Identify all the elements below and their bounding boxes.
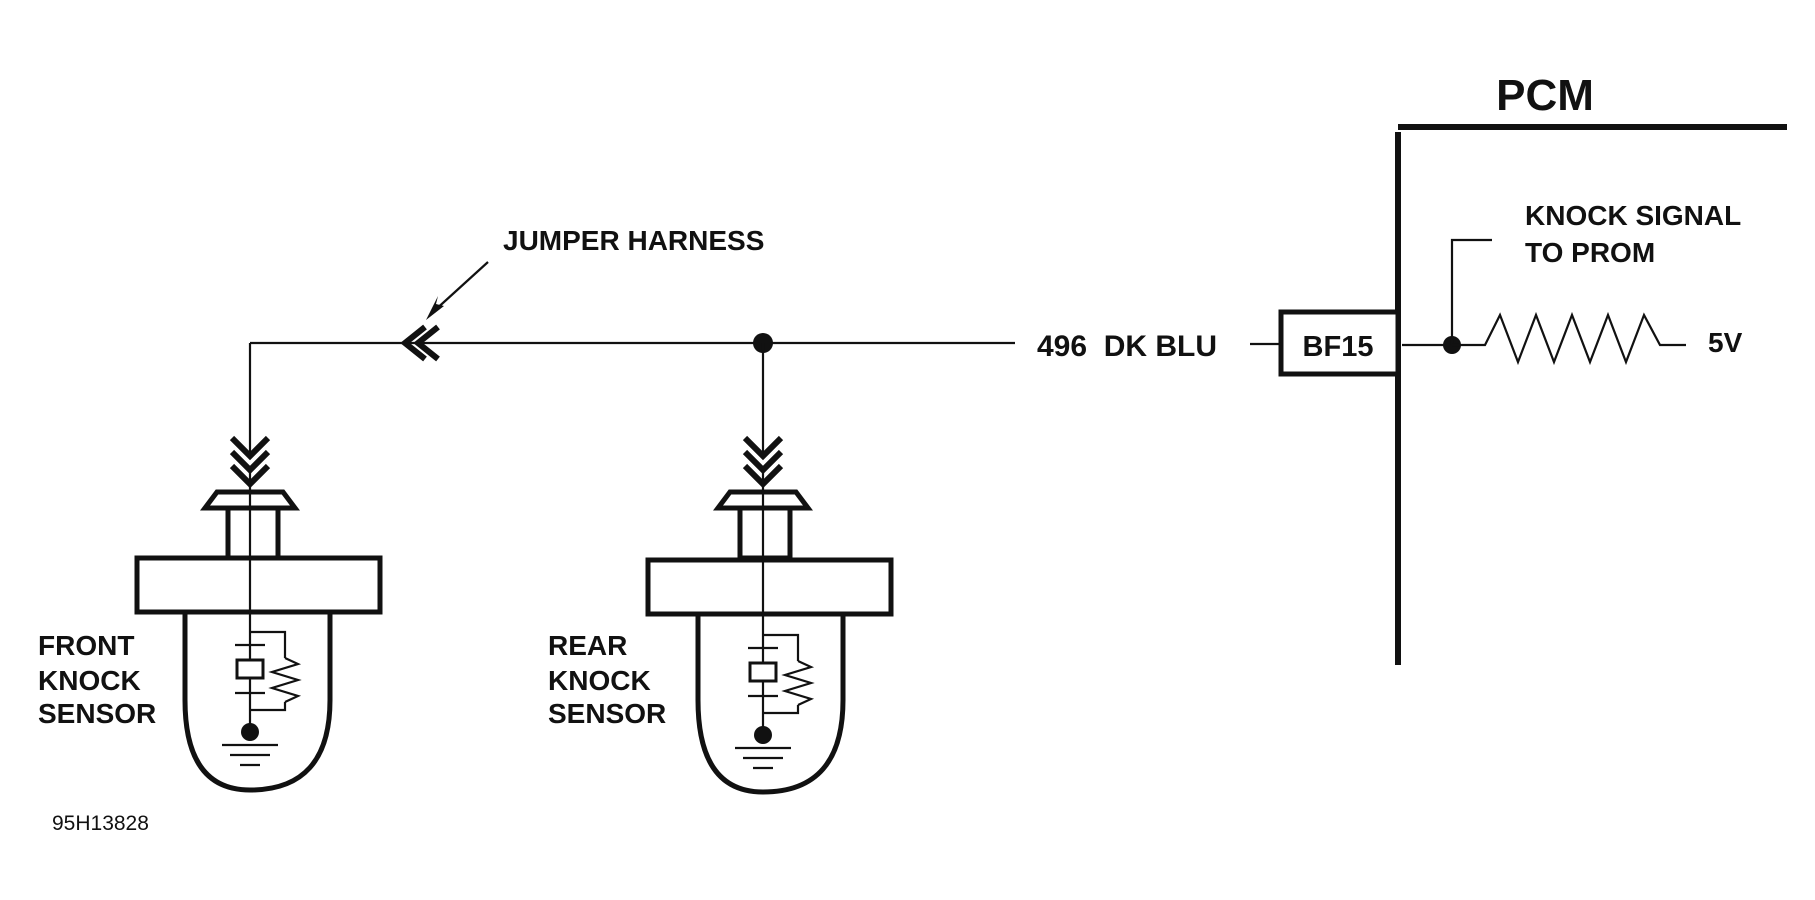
jumper-harness-arrowhead <box>426 296 444 320</box>
front-resistor-bottom-lead <box>250 702 287 712</box>
front-sensor-label-line3: SENSOR <box>38 698 156 729</box>
front-sensor-body <box>182 610 333 793</box>
jumper-harness-chevron-2 <box>413 324 440 362</box>
front-ground-dot <box>241 723 259 741</box>
rear-sensor-label-line3: SENSOR <box>548 698 666 729</box>
pullup-resistor <box>1452 311 1686 366</box>
jumper-harness-pointer <box>432 261 489 313</box>
front-sensor-flange <box>134 555 383 615</box>
rear-resistor-bottom-lead <box>763 705 800 715</box>
jumper-harness: JUMPER HARNESS <box>248 225 764 455</box>
pcm-label: PCM <box>1496 71 1594 120</box>
front-sensor-label-line1: FRONT <box>38 630 134 661</box>
rear-sensor-neck <box>737 505 793 561</box>
rear-resistor <box>781 660 815 706</box>
wire-circuit-label: 496 DK BLU <box>1037 330 1217 363</box>
jumper-harness-label: JUMPER HARNESS <box>503 225 764 256</box>
pcm-module: PCM <box>1395 71 1787 665</box>
rear-resistor-top-lead <box>763 633 800 661</box>
knock-signal-label-line1: KNOCK SIGNAL <box>1525 200 1741 231</box>
rear-ground-dot <box>754 726 772 744</box>
connector-pin-box <box>1278 309 1401 377</box>
jumper-harness-chevron-1 <box>400 324 427 362</box>
front-piezo-crystal <box>235 658 265 680</box>
figure-id: 95H13828 <box>52 812 149 835</box>
front-sensor-neck <box>225 505 281 561</box>
knock-signal-label-line2: TO PROM <box>1525 237 1655 268</box>
front-connector-chevron-1 <box>229 435 271 461</box>
rear-sensor-label-line1: REAR <box>548 630 627 661</box>
knock-signal-wire <box>1450 238 1492 345</box>
front-resistor <box>268 657 302 703</box>
pcm-internal-circuit: KNOCK SIGNAL TO PROM 5V <box>1402 200 1743 366</box>
reference-voltage-label: 5V <box>1708 327 1743 358</box>
connector-pin-label: BF15 <box>1303 331 1374 363</box>
rear-sensor-body <box>695 612 846 795</box>
rear-knock-sensor: REAR KNOCK SENSOR <box>548 343 894 795</box>
front-sensor-label-line2: KNOCK <box>38 665 141 696</box>
rear-sensor-flange <box>645 557 894 617</box>
front-knock-sensor: FRONT KNOCK SENSOR <box>38 435 383 793</box>
rear-sensor-label-line2: KNOCK <box>548 665 651 696</box>
rear-piezo-crystal <box>748 661 778 683</box>
front-resistor-top-lead <box>250 630 287 658</box>
pcm-connector: BF15 <box>1278 309 1401 377</box>
rear-connector-chevron-1 <box>742 435 784 461</box>
signal-wire: 496 DK BLU <box>250 330 1281 363</box>
